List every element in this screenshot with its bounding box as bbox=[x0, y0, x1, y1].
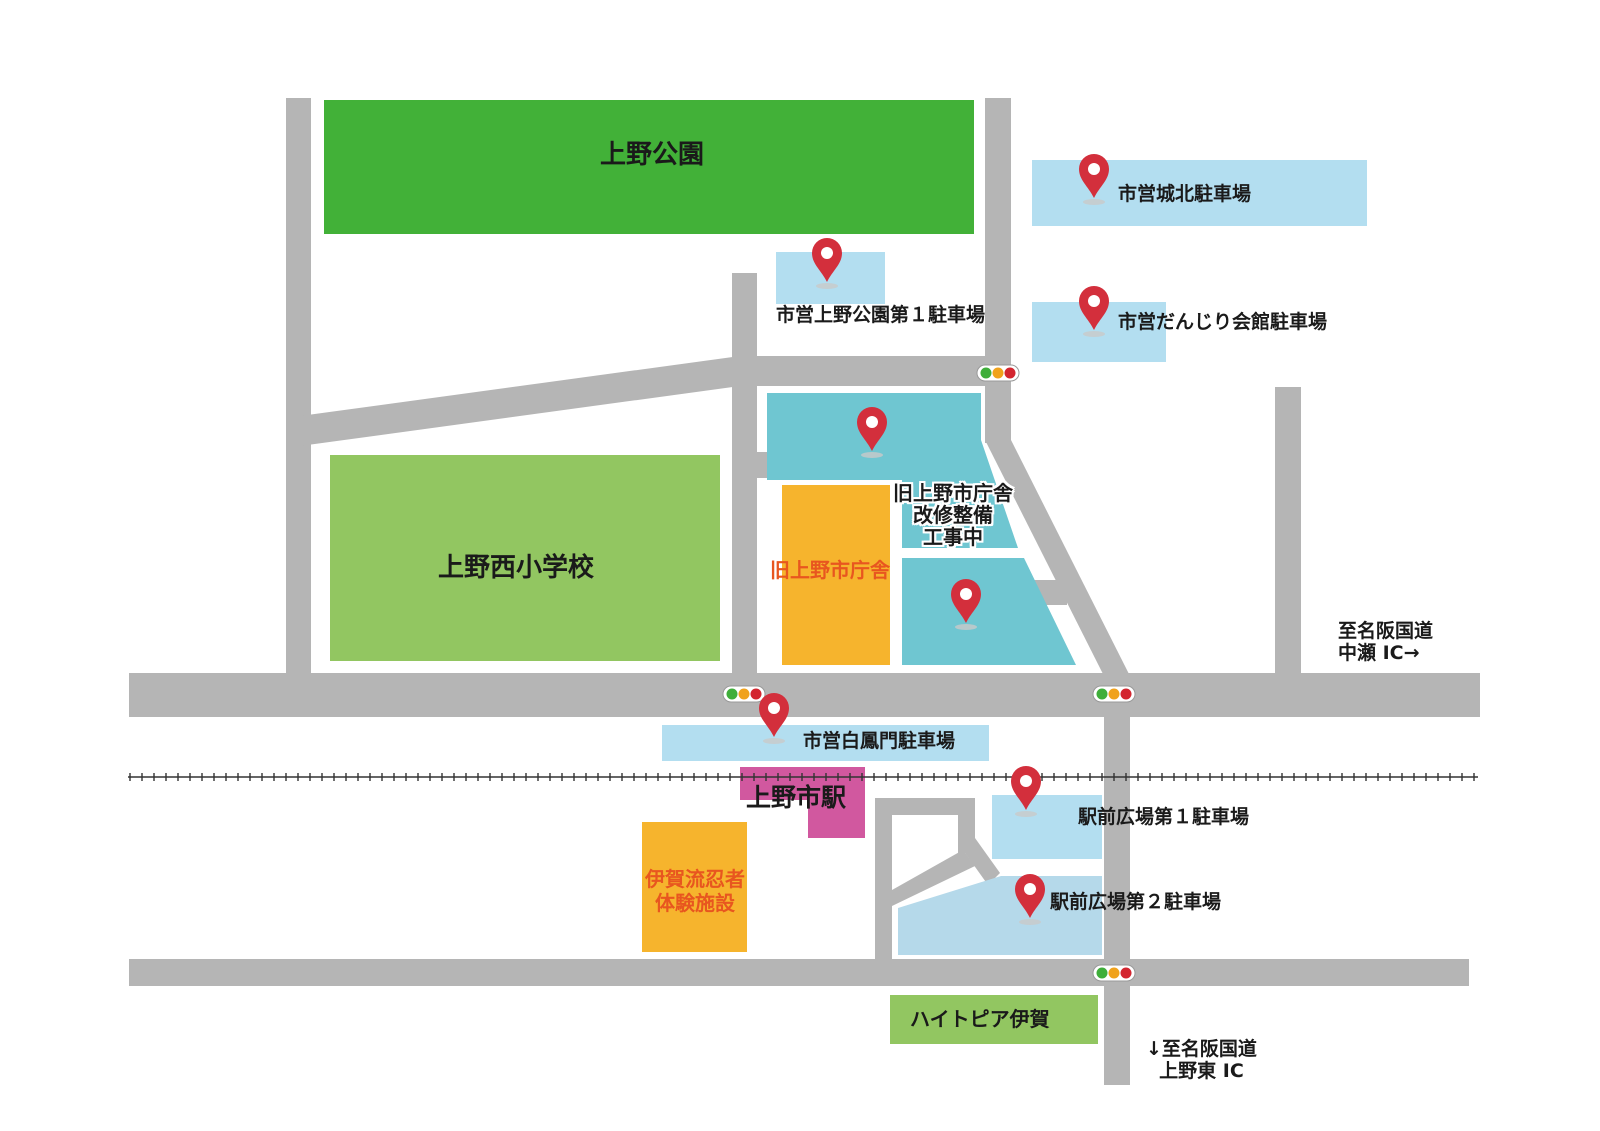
label-nakase-line2: 中瀬 IC→ bbox=[1338, 642, 1420, 664]
road-loop-branch bbox=[963, 838, 1000, 885]
label-renovation-line1: 旧上野市庁舎 bbox=[893, 481, 1013, 505]
traffic-light-icon bbox=[976, 364, 1020, 382]
area-station-annex bbox=[808, 800, 865, 838]
road-lower-horizontal bbox=[129, 959, 1469, 986]
label-ninja-line1: 伊賀流忍者 bbox=[645, 867, 745, 891]
area-ueno-park bbox=[324, 100, 974, 234]
road-loop-top bbox=[875, 798, 975, 815]
label-ueno-higashi-line2: 上野東 IC bbox=[1159, 1060, 1244, 1082]
traffic-light-icon bbox=[722, 685, 766, 703]
parking-area-hakuhomon bbox=[662, 725, 989, 761]
road-diagonal-east bbox=[985, 440, 1130, 676]
map-pin-icon bbox=[1015, 874, 1045, 925]
map-pin-icon bbox=[857, 407, 887, 458]
map-pin-icon bbox=[951, 579, 981, 630]
parking-area-ekimae2 bbox=[898, 876, 1102, 955]
label-ninja-line2: 体験施設 bbox=[655, 891, 735, 915]
label-old-city-hall: 旧上野市庁舎 bbox=[770, 558, 890, 582]
road-diagonal-upper bbox=[300, 356, 740, 446]
road-loop-right bbox=[958, 798, 975, 853]
label-station: 上野市駅 bbox=[746, 783, 847, 812]
road-vertical-south bbox=[1104, 673, 1130, 1085]
label-renovation-line3: 工事中 bbox=[923, 525, 983, 549]
map-pin-icon bbox=[812, 238, 842, 289]
parking-area-ekimae1 bbox=[992, 795, 1102, 859]
label-ninja-experience: 伊賀流忍者 体験施設 bbox=[635, 867, 755, 915]
label-direction-ueno-higashi: ↓至名阪国道 上野東 IC bbox=[1146, 1038, 1257, 1082]
traffic-light-icon bbox=[1092, 964, 1136, 982]
area-ueno-nishi-school bbox=[330, 455, 720, 661]
road-vertical-northeast bbox=[985, 98, 1011, 443]
road-vertical-west bbox=[286, 98, 311, 676]
road-loop-diagonal bbox=[892, 850, 975, 906]
label-renovation-line2: 改修整備 bbox=[913, 503, 993, 527]
road-horizontal-mid bbox=[732, 356, 1000, 386]
area-hightopia bbox=[890, 995, 1098, 1044]
map-pin-icon bbox=[1011, 766, 1041, 817]
road-vertical-center bbox=[732, 273, 757, 683]
road-main-horizontal bbox=[129, 673, 1480, 717]
area-ninja-experience bbox=[642, 822, 747, 952]
label-hightopia: ハイトピア伊賀 bbox=[910, 1007, 1050, 1031]
label-parking-park-lot1: 市営上野公園第１駐車場 bbox=[776, 304, 986, 326]
label-direction-nakase: 至名阪国道 中瀬 IC→ bbox=[1338, 620, 1433, 664]
map-pin-icon bbox=[759, 693, 789, 744]
label-nakase-line1: 至名阪国道 bbox=[1338, 620, 1434, 642]
label-ueno-higashi-line1: ↓至名阪国道 bbox=[1146, 1038, 1257, 1060]
map-pin-icon bbox=[1079, 286, 1109, 337]
map-pin-icon bbox=[1079, 154, 1109, 205]
label-renovation: 旧上野市庁舎 改修整備 工事中 bbox=[893, 482, 1013, 548]
label-ueno-park: 上野公園 bbox=[600, 140, 705, 170]
traffic-light-icon bbox=[1092, 685, 1136, 703]
label-parking-johoku: 市営城北駐車場 bbox=[1118, 183, 1252, 205]
label-parking-ekimae2: 駅前広場第２駐車場 bbox=[1050, 891, 1222, 913]
road-vertical-far-east bbox=[1275, 387, 1301, 677]
label-parking-ekimae1: 駅前広場第１駐車場 bbox=[1078, 806, 1250, 828]
road-loop-vertical bbox=[875, 798, 892, 960]
area-renovation-south bbox=[902, 558, 1076, 665]
railway-track bbox=[128, 773, 1478, 781]
label-parking-danjiri: 市営だんじり会館駐車場 bbox=[1118, 311, 1328, 333]
area-old-city-hall bbox=[782, 485, 890, 665]
label-ueno-nishi-school: 上野西小学校 bbox=[438, 553, 595, 583]
area-renovation-north bbox=[767, 393, 1018, 548]
label-parking-hakuhomon: 市営白鳳門駐車場 bbox=[803, 730, 956, 752]
area-station bbox=[740, 767, 865, 800]
